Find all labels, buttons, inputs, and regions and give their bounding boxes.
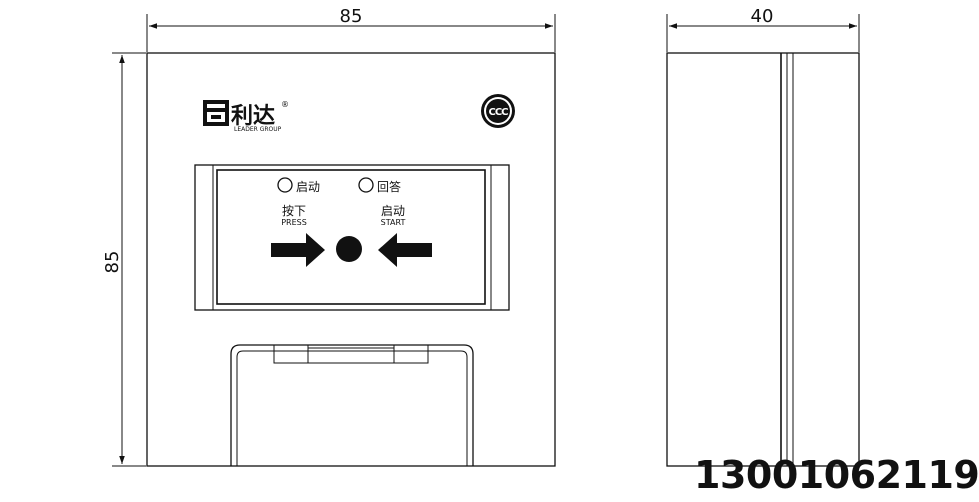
front-view-outline — [146, 52, 556, 467]
brand-logo: 利达 ® LEADER GROUP — [203, 100, 289, 133]
button-window — [194, 164, 510, 311]
front-height-dimension — [112, 52, 146, 467]
protective-cover — [230, 344, 474, 466]
start-label-en: START — [381, 218, 406, 227]
front-height-label: 85 — [102, 251, 123, 274]
front-width-dimension — [146, 14, 556, 52]
indicator-answer: 回答 — [358, 177, 401, 194]
side-depth-dimension — [666, 14, 860, 52]
right-arrow-icon — [271, 233, 325, 267]
indicator-start: 启动 — [277, 177, 320, 194]
start-label-cn: 启动 — [381, 204, 405, 218]
start-indicator-label: 启动 — [296, 180, 320, 194]
logo-chars: 利达 — [231, 104, 275, 129]
ccc-certification-icon: CCC — [481, 94, 515, 128]
answer-indicator-label: 回答 — [377, 179, 401, 194]
side-view-outline — [666, 52, 860, 467]
ccc-mark-text: CCC — [488, 107, 508, 118]
start-indicator-lamp-icon — [277, 177, 293, 193]
press-label-en: PRESS — [281, 218, 307, 227]
press-label-cn: 按下 — [282, 204, 306, 218]
registered-mark: ® — [281, 100, 289, 109]
front-width-label: 85 — [340, 6, 363, 27]
logo-subtitle: LEADER GROUP — [234, 126, 282, 133]
side-depth-label: 40 — [751, 6, 774, 27]
answer-indicator-lamp-icon — [358, 177, 374, 193]
contact-phone-number: 13001062119 — [694, 453, 979, 497]
press-button-icon — [336, 236, 362, 262]
left-arrow-icon — [378, 233, 432, 267]
